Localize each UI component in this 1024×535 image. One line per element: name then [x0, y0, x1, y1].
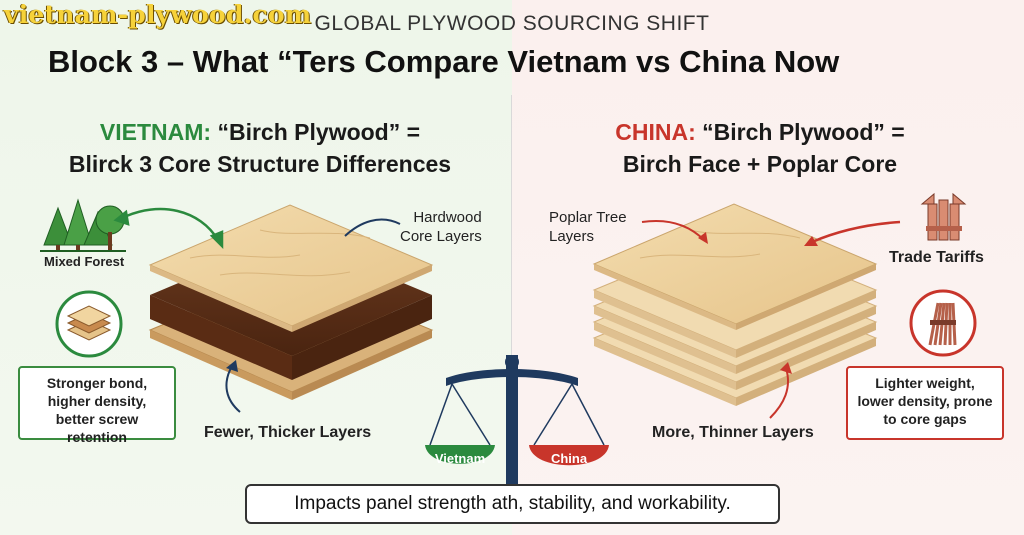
supertitle: GLOBAL PLYWOOD SOURCING SHIFT: [314, 12, 710, 35]
mixed-forest-label: Mixed Forest: [44, 254, 125, 269]
vietnam-country-label: VIETNAM:: [99, 119, 212, 145]
poplar-tree-label-line2: Layers: [549, 228, 595, 245]
poplar-tree-label-line1: Poplar Tree: [549, 209, 627, 226]
page-title: Block 3 – What “Ters Compare Vietnam vs …: [48, 44, 840, 79]
center-divider: [511, 95, 512, 425]
hardwood-core-label-line2: Core Layers: [400, 228, 482, 245]
vietnam-core-arrow: [344, 218, 401, 237]
layers-icon: [55, 290, 123, 358]
china-tariff-arrow: [811, 220, 901, 244]
vietnam-heading-line2: Blirck 3 Core Structure Differences: [68, 151, 452, 177]
china-heading-line2: Birch Face + Poplar Core: [622, 151, 898, 177]
china-pan-label: China: [550, 451, 588, 466]
trade-tariff-icon: [920, 192, 967, 241]
watermark: vietnam-plywood.com: [4, 0, 312, 29]
china-poplar-arrow: [641, 220, 705, 241]
vietnam-plywood-stack: [148, 204, 434, 400]
hardwood-core-label-line1: Hardwood: [413, 209, 482, 226]
fewer-thicker-layers-label: Fewer, Thicker Layers: [204, 424, 372, 441]
china-heading-rest: “Birch Plywood” =: [695, 119, 905, 145]
china-layers-arrow: [769, 367, 789, 419]
china-plywood-stack: [592, 203, 878, 406]
vietnam-benefit-box: Stronger bond, higher density, better sc…: [18, 366, 176, 445]
forest-icon: [40, 198, 126, 252]
vietnam-heading: VIETNAM: “Birch Plywood” = Blirck 3 Core…: [40, 116, 480, 180]
china-country-label: CHINA:: [615, 119, 696, 145]
impact-note: Impacts panel strength ath, stability, a…: [245, 484, 780, 524]
vietnam-forest-arrow: [113, 207, 224, 250]
vietnam-pan-label: Vietnam: [434, 451, 486, 466]
hardwood-core-label: Hardwood Core Layers: [400, 208, 482, 246]
vietnam-layers-arrow: [225, 365, 241, 413]
balance-scale: [425, 355, 609, 485]
china-drawback-box: Lighter weight, lower density, prone to …: [846, 366, 1004, 440]
china-heading: CHINA: “Birch Plywood” = Birch Face + Po…: [540, 116, 980, 180]
wood-bundle-icon: [909, 289, 977, 357]
trade-tariffs-label: Trade Tariffs: [889, 249, 984, 266]
poplar-tree-label: Poplar Tree Layers: [549, 208, 627, 246]
more-thinner-layers-label: More, Thinner Layers: [652, 424, 814, 441]
vietnam-heading-rest: “Birch Plywood” =: [211, 119, 421, 145]
